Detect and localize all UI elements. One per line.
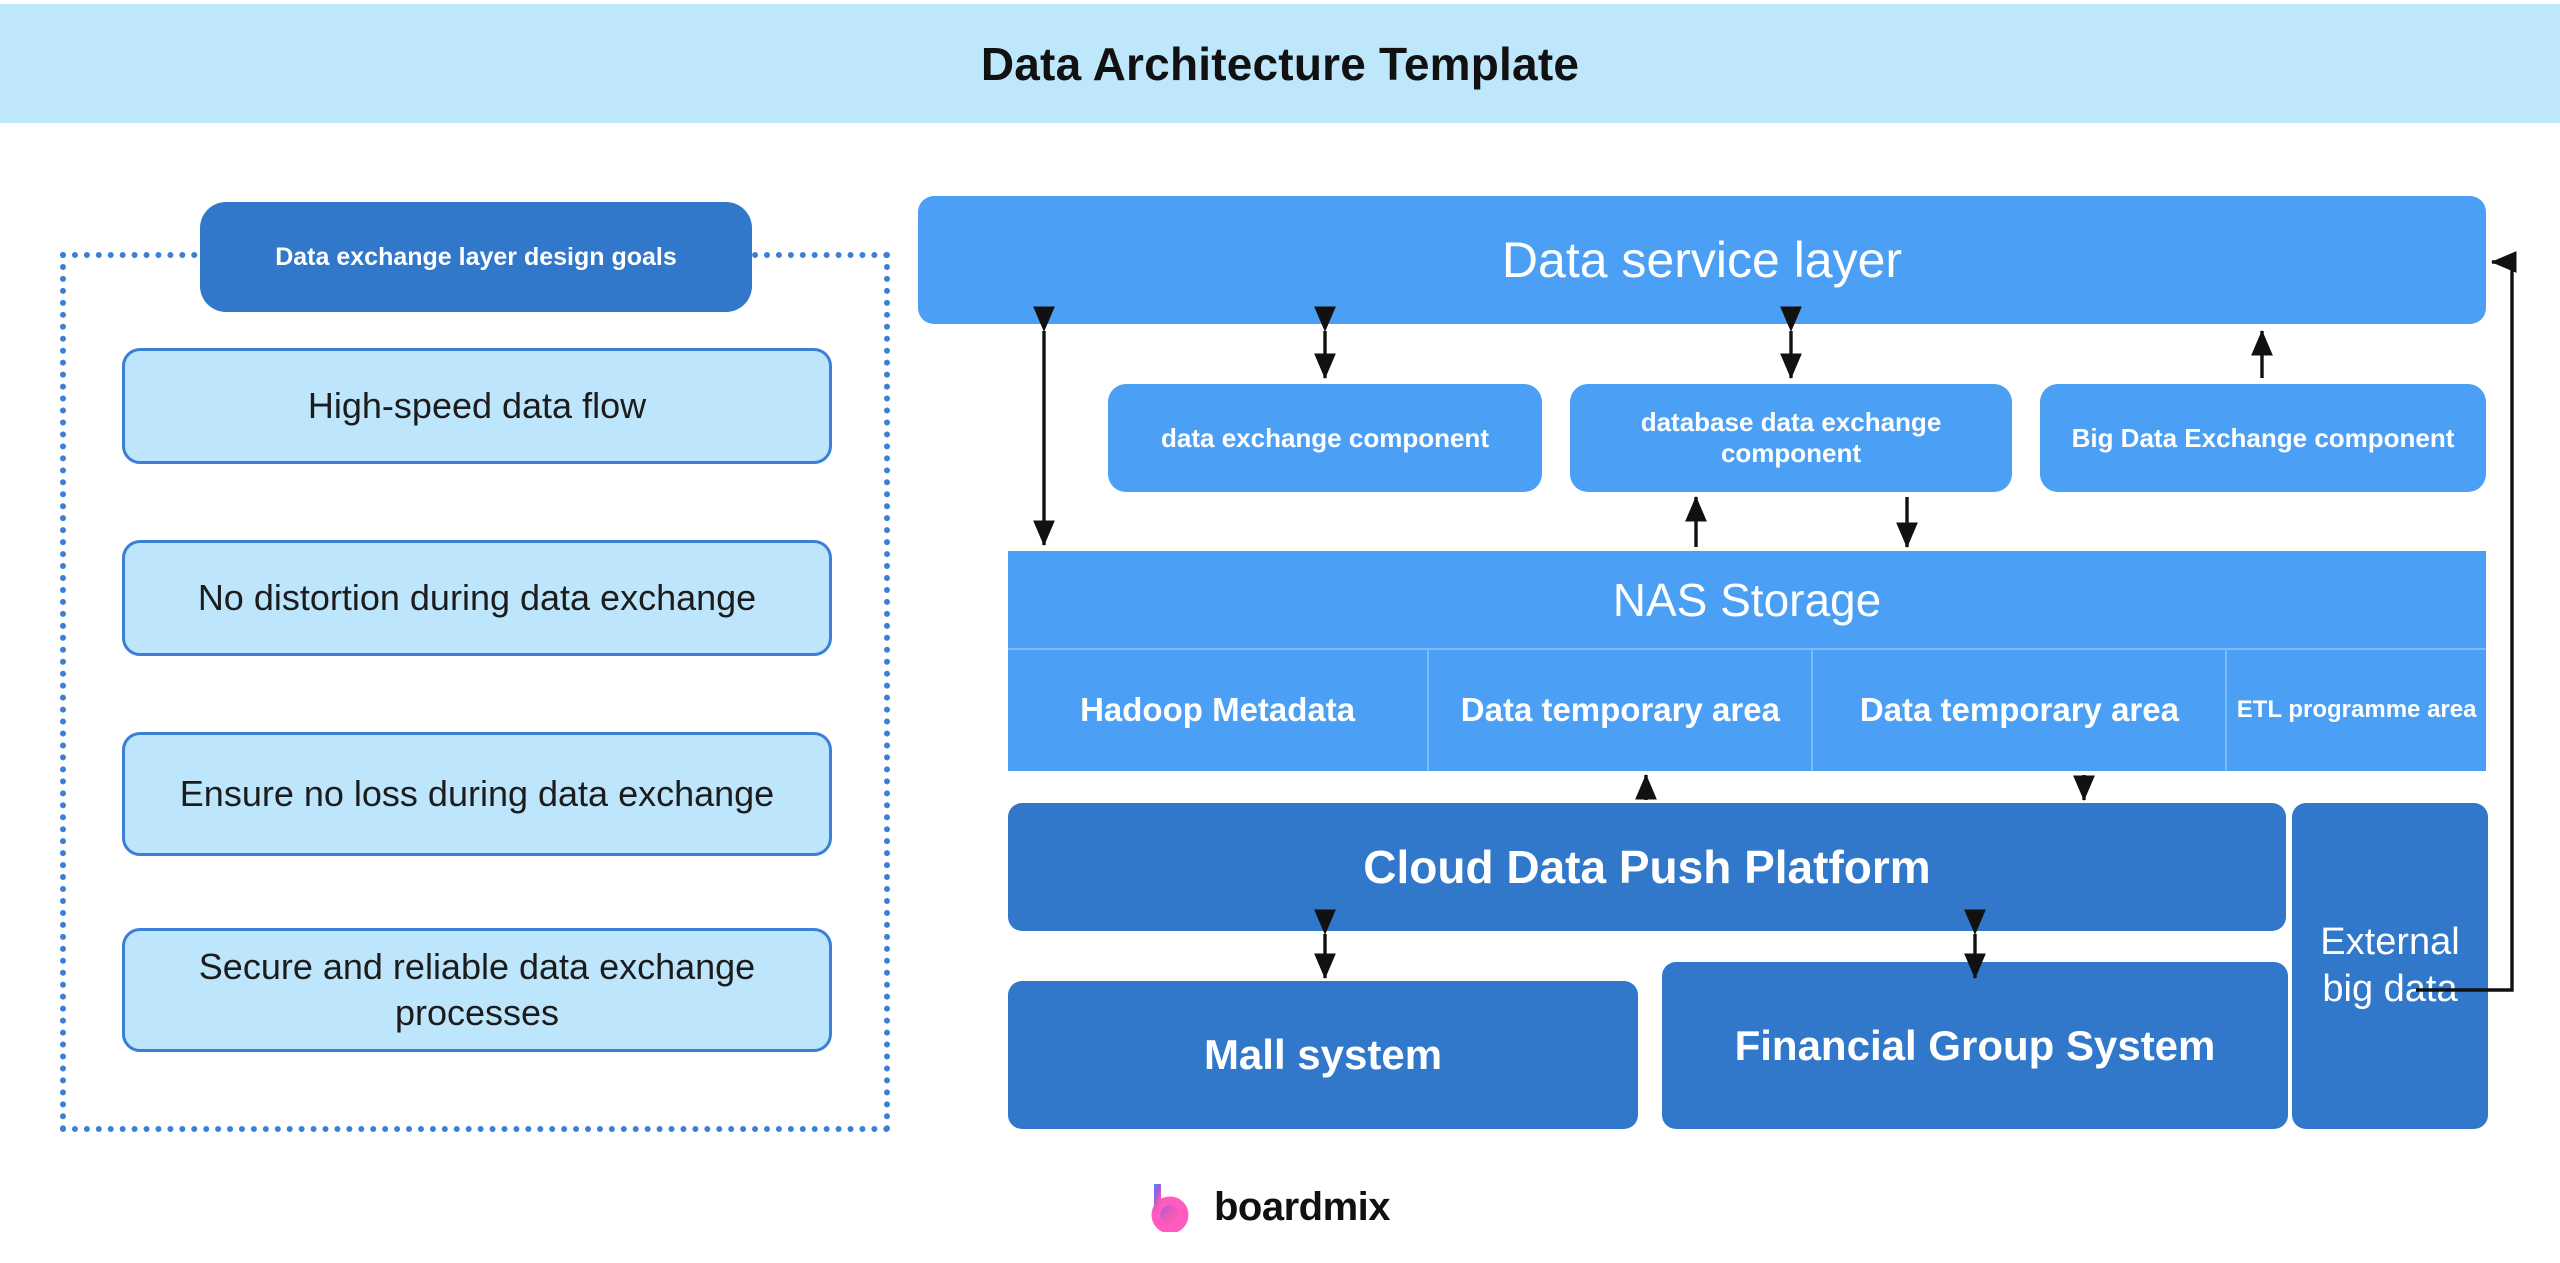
nas-cell-data-temporary-area-2[interactable]: Data temporary area — [1813, 650, 2228, 771]
goal-item-high-speed-data-flow[interactable]: High-speed data flow — [122, 348, 832, 464]
node-nas-storage[interactable]: NAS Storage Hadoop Metadata Data tempora… — [1008, 551, 2486, 771]
nas-cell-hadoop-metadata[interactable]: Hadoop Metadata — [1008, 650, 1430, 771]
node-database-data-exchange-component[interactable]: database data exchange component — [1570, 384, 2012, 492]
goal-item-no-distortion[interactable]: No distortion during data exchange — [122, 540, 832, 656]
nas-storage-title: NAS Storage — [1008, 551, 2486, 650]
node-external-big-data[interactable]: External big data — [2292, 803, 2488, 1129]
nas-cell-data-temporary-area-1[interactable]: Data temporary area — [1429, 650, 1814, 771]
header-band: Data Architecture Template — [0, 4, 2560, 123]
node-big-data-exchange-component[interactable]: Big Data Exchange component — [2040, 384, 2486, 492]
boardmix-logo: boardmix — [1148, 1182, 1391, 1232]
goal-item-no-loss[interactable]: Ensure no loss during data exchange — [122, 732, 832, 856]
page-title: Data Architecture Template — [980, 37, 1580, 90]
node-data-service-layer[interactable]: Data service layer — [918, 196, 2486, 324]
design-goals-header-label: Data exchange layer design goals — [200, 202, 752, 312]
goal-item-secure-reliable[interactable]: Secure and reliable data exchange proces… — [122, 928, 832, 1052]
node-mall-system[interactable]: Mall system — [1008, 981, 1638, 1129]
nas-cell-etl-programme-area[interactable]: ETL programme area — [2236, 696, 2477, 724]
node-data-exchange-component[interactable]: data exchange component — [1108, 384, 1542, 492]
boardmix-wordmark: boardmix — [1214, 1184, 1391, 1229]
boardmix-logo-icon — [1151, 1184, 1189, 1232]
node-financial-group-system[interactable]: Financial Group System — [1662, 962, 2288, 1129]
nas-storage-cells: Hadoop Metadata Data temporary area Data… — [1008, 650, 2486, 771]
node-cloud-data-push-platform[interactable]: Cloud Data Push Platform — [1008, 803, 2286, 931]
